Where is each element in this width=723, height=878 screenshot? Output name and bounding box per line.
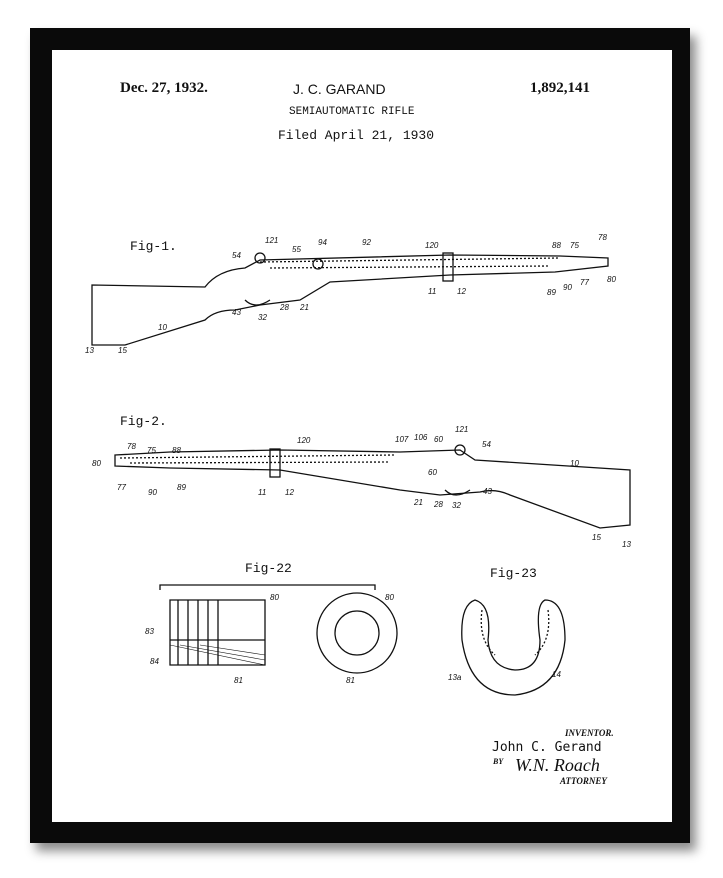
reference-numeral: 90 — [148, 488, 157, 497]
reference-numeral: 83 — [145, 627, 154, 636]
reference-numeral: 80 — [607, 275, 616, 284]
fig1-label: Fig-1. — [130, 239, 177, 254]
reference-numeral: 81 — [234, 676, 243, 685]
reference-numeral: 78 — [598, 233, 607, 242]
reference-numeral: 55 — [292, 245, 301, 254]
patent-title: SEMIAUTOMATIC RIFLE — [289, 106, 415, 118]
fig22-label: Fig-22 — [245, 561, 292, 576]
reference-numeral: 81 — [346, 676, 355, 685]
reference-numeral: 84 — [150, 657, 159, 666]
reference-numeral: 12 — [285, 488, 294, 497]
reference-numeral: 88 — [172, 446, 181, 455]
reference-numeral: 89 — [177, 483, 186, 492]
reference-numeral: 14 — [552, 670, 561, 679]
fig23-label: Fig-23 — [490, 566, 537, 581]
fig1-rifle — [91, 254, 609, 346]
reference-numeral: 28 — [279, 303, 289, 312]
reference-numeral: 13a — [448, 673, 462, 682]
reference-numeral: 11 — [428, 287, 436, 296]
fig2-rifle — [114, 449, 631, 529]
reference-numeral: 21 — [299, 303, 309, 312]
reference-numeral: 80 — [270, 593, 279, 602]
patent-date: Dec. 27, 1932. — [120, 80, 208, 96]
reference-numeral: 21 — [413, 498, 423, 507]
patent-number: 1,892,141 — [530, 80, 590, 96]
reference-numeral: 121 — [265, 236, 278, 245]
reference-numeral: 32 — [452, 501, 461, 510]
reference-numeral: 75 — [570, 241, 579, 250]
reference-numeral: 11 — [258, 488, 266, 497]
reference-numeral: 107 — [395, 435, 409, 444]
reference-numeral: 60 — [434, 435, 443, 444]
reference-numeral: 12 — [457, 287, 466, 296]
reference-numeral: 77 — [117, 483, 126, 492]
fig23-horseshoe — [461, 599, 566, 696]
attorney-signature: W.N. Roach — [515, 755, 600, 775]
reference-numeral: 92 — [362, 238, 371, 247]
reference-numeral: 94 — [318, 238, 327, 247]
inventor-signature: John C. Gerand — [492, 740, 602, 755]
reference-numeral: 90 — [563, 283, 572, 292]
patent-sheet — [52, 50, 672, 822]
reference-numeral: 88 — [552, 241, 561, 250]
reference-numeral: 80 — [92, 459, 101, 468]
reference-numeral: 77 — [580, 278, 589, 287]
reference-numeral: 106 — [414, 433, 428, 442]
reference-numeral: 10 — [158, 323, 167, 332]
reference-numeral: 43 — [483, 487, 492, 496]
by-label: BY — [493, 757, 504, 766]
inventor-label: INVENTOR. — [565, 728, 614, 738]
reference-numeral: 89 — [547, 288, 556, 297]
reference-numeral: 13 — [622, 540, 631, 549]
reference-numeral: 15 — [118, 346, 127, 355]
reference-numeral: 13 — [85, 346, 94, 355]
reference-numeral: 120 — [297, 436, 311, 445]
reference-numeral: 60 — [428, 468, 437, 477]
reference-numeral: 120 — [425, 241, 439, 250]
reference-numeral: 78 — [127, 442, 136, 451]
reference-numeral: 43 — [232, 308, 241, 317]
reference-numeral: 75 — [147, 446, 156, 455]
reference-numeral: 28 — [433, 500, 443, 509]
reference-numeral: 15 — [592, 533, 601, 542]
fig2-label: Fig-2. — [120, 414, 167, 429]
filed-date: Filed April 21, 1930 — [278, 128, 435, 143]
reference-numeral: 80 — [385, 593, 394, 602]
reference-numeral: 32 — [258, 313, 267, 322]
reference-numeral: 121 — [455, 425, 468, 434]
reference-numeral: 54 — [482, 440, 491, 449]
inventor-header: J. C. GARAND — [293, 81, 386, 97]
reference-numeral: 54 — [232, 251, 241, 260]
reference-numeral: 10 — [570, 459, 579, 468]
attorney-label: ATTORNEY — [560, 776, 607, 786]
fig22-end-view — [316, 592, 398, 674]
